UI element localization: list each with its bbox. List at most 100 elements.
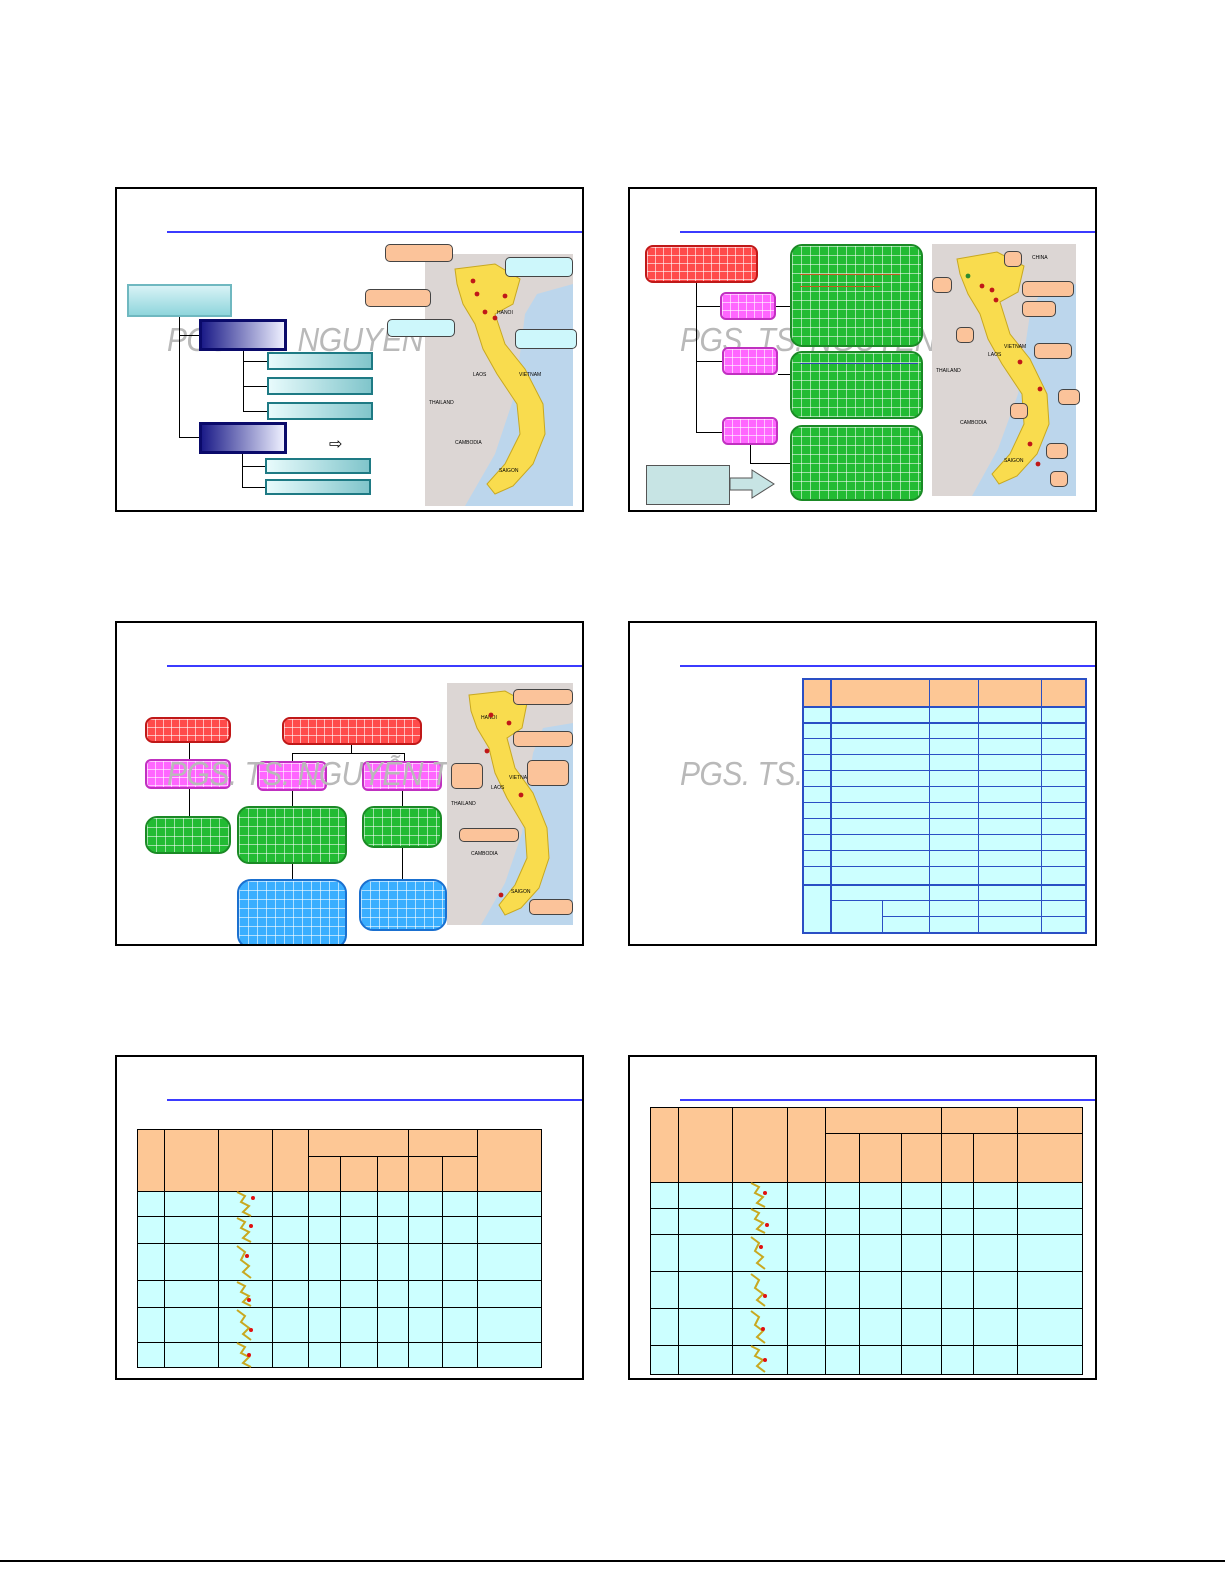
detail-underline bbox=[800, 363, 918, 364]
connector bbox=[351, 745, 352, 753]
table-row bbox=[650, 1271, 1083, 1309]
vietnam-map: HANOI VIETNAM LAOS THAILAND CAMBODIA SAI… bbox=[447, 683, 573, 925]
map-callout bbox=[513, 731, 573, 747]
connector bbox=[189, 789, 190, 816]
map-callout bbox=[513, 689, 573, 705]
map-label-cambodia: CAMBODIA bbox=[455, 440, 482, 446]
table-row bbox=[137, 1216, 543, 1244]
connector bbox=[242, 454, 243, 488]
map-callout bbox=[505, 257, 573, 277]
connector bbox=[243, 411, 267, 412]
root-box bbox=[645, 245, 758, 283]
route-map-icon bbox=[236, 1191, 255, 1217]
map-callout bbox=[459, 828, 519, 842]
connector bbox=[243, 351, 244, 411]
connector bbox=[404, 753, 405, 761]
map-label-thailand: THAILAND bbox=[451, 801, 476, 807]
category-box-2 bbox=[722, 347, 778, 375]
group-box-2 bbox=[199, 422, 287, 454]
table-row bbox=[137, 1342, 543, 1368]
map-callout bbox=[1022, 281, 1074, 297]
map-label-laos: LAOS bbox=[988, 352, 1002, 358]
title-rule bbox=[680, 1099, 1095, 1101]
map-callout bbox=[515, 329, 577, 349]
left-detail-box bbox=[145, 816, 231, 854]
connector bbox=[750, 445, 751, 463]
table-header-row bbox=[650, 1107, 1083, 1183]
table-row bbox=[650, 1345, 1083, 1375]
connector bbox=[696, 283, 697, 433]
watermark: PGS. TS. NGUYỄN TH bbox=[167, 756, 470, 793]
data-table bbox=[802, 678, 1087, 934]
map-label-vietnam: VIETNAM bbox=[519, 372, 541, 378]
map-label-vietnam: VIETNAM bbox=[1004, 344, 1026, 350]
connector bbox=[179, 437, 199, 438]
map-label-thailand: THAILAND bbox=[936, 368, 961, 374]
connector bbox=[242, 466, 265, 467]
group-box-1 bbox=[199, 319, 287, 351]
connector bbox=[402, 791, 403, 806]
sub-item-1 bbox=[267, 352, 373, 370]
left-category-box bbox=[145, 759, 231, 789]
table-row bbox=[137, 1243, 543, 1281]
route-map-icon bbox=[750, 1273, 768, 1307]
map-callout bbox=[956, 327, 974, 343]
detail-underline bbox=[800, 286, 880, 287]
connector bbox=[243, 386, 267, 387]
title-rule bbox=[680, 665, 1095, 667]
slide-6 bbox=[628, 1055, 1097, 1380]
map-callout bbox=[527, 760, 569, 786]
root-box bbox=[127, 284, 232, 317]
table-header-row bbox=[137, 1129, 543, 1192]
vietnam-map: HANOI VIETNAM LAOS THAILAND CAMBODIA SAI… bbox=[425, 254, 573, 506]
route-map-icon bbox=[750, 1182, 768, 1208]
detail-box-3 bbox=[790, 425, 923, 501]
map-callout bbox=[387, 319, 455, 337]
connector bbox=[750, 463, 790, 464]
map-label-cambodia: CAMBODIA bbox=[471, 851, 498, 857]
map-callout bbox=[1022, 301, 1056, 317]
result-box-2 bbox=[359, 879, 447, 931]
connector bbox=[292, 864, 293, 879]
table-header-row bbox=[651, 1133, 1083, 1183]
route-map-icon bbox=[750, 1345, 768, 1373]
map-label-cambodia: CAMBODIA bbox=[960, 420, 987, 426]
map-label-saigon: SAIGON bbox=[511, 889, 531, 895]
title-rule bbox=[167, 665, 582, 667]
connector bbox=[243, 361, 267, 362]
table-row bbox=[650, 1182, 1083, 1209]
slide-1: PGS. TS. NGUYỄN TH ⇨ HANOI VIETNAM LAOS … bbox=[115, 187, 584, 512]
table-row bbox=[137, 1191, 543, 1217]
sub-item-4 bbox=[265, 458, 371, 474]
map-callout bbox=[932, 277, 952, 293]
page-bottom-rule bbox=[0, 1560, 1225, 1562]
category-box-3 bbox=[722, 417, 778, 445]
table-row bbox=[137, 1280, 543, 1308]
route-map-icon bbox=[236, 1217, 253, 1243]
table-row bbox=[650, 1308, 1083, 1346]
map-callout bbox=[451, 763, 483, 789]
map-callout bbox=[1034, 343, 1072, 359]
detail-box-2 bbox=[790, 351, 923, 419]
connector bbox=[402, 848, 403, 879]
map-label-hanoi: HANOI bbox=[497, 310, 513, 316]
connector bbox=[696, 306, 720, 307]
table-header bbox=[804, 680, 1085, 706]
map-label-vietnam: VIETNAM bbox=[509, 775, 531, 781]
connector bbox=[242, 487, 265, 488]
category-box-1 bbox=[257, 761, 327, 791]
slide-5 bbox=[115, 1055, 584, 1380]
route-map-icon bbox=[750, 1310, 767, 1344]
map-label-thailand: THAILAND bbox=[429, 400, 454, 406]
connector bbox=[292, 791, 293, 806]
map-callout bbox=[1010, 403, 1028, 419]
map-label-hanoi: HANOI bbox=[481, 715, 497, 721]
route-map-icon bbox=[236, 1281, 252, 1307]
map-callout bbox=[1046, 443, 1068, 459]
arrow-icon: ⇨ bbox=[329, 434, 343, 453]
note-box bbox=[646, 465, 730, 505]
category-box-1 bbox=[720, 292, 776, 320]
table-header-row bbox=[138, 1156, 542, 1192]
map-label-china: CHINA bbox=[1032, 255, 1048, 261]
title-rule bbox=[167, 1099, 582, 1101]
